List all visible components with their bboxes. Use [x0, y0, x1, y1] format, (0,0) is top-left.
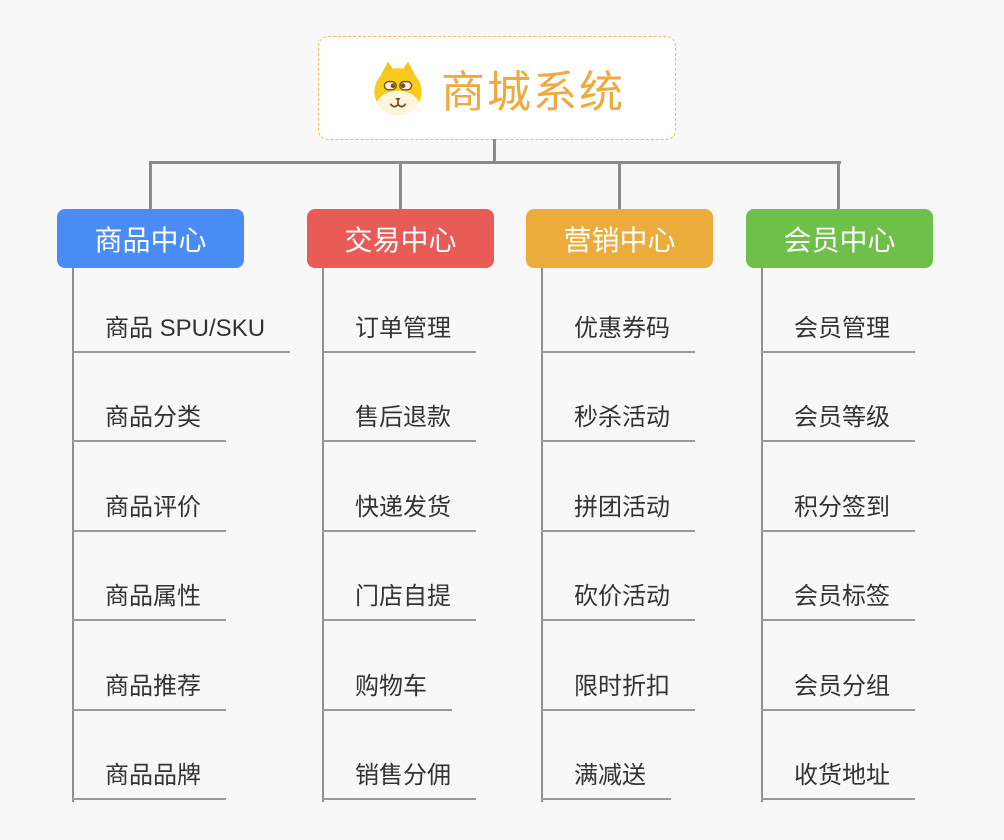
connector-horizontal-rail [150, 161, 841, 164]
node-shopping-cart[interactable]: 购物车 [322, 670, 452, 711]
branch-product-center: 商品中心 商品 SPU/SKU 商品分类 商品评价 商品属性 商品推荐 商品品牌 [57, 209, 307, 809]
node-shipping-address[interactable]: 收货地址 [761, 759, 915, 800]
node-sales-commission[interactable]: 销售分佣 [322, 759, 476, 800]
root-title: 商城系统 [441, 68, 625, 117]
node-product-recommend[interactable]: 商品推荐 [72, 670, 226, 711]
connector-drop-trade [399, 161, 402, 210]
node-product-center[interactable]: 商品中心 [57, 209, 244, 268]
connector-root-stem [493, 139, 496, 164]
node-member-management[interactable]: 会员管理 [761, 312, 915, 353]
node-product-brand[interactable]: 商品品牌 [72, 759, 226, 800]
branch-trade-center: 交易中心 订单管理 售后退款 快递发货 门店自提 购物车 销售分佣 [307, 209, 557, 809]
connector-drop-marketing [618, 161, 621, 210]
node-spend-save[interactable]: 满减送 [541, 759, 671, 800]
connector-drop-member [837, 161, 840, 210]
branch-line-marketing [541, 268, 543, 802]
node-product-spu-sku[interactable]: 商品 SPU/SKU [72, 312, 291, 353]
node-aftersale-refund[interactable]: 售后退款 [322, 401, 476, 442]
node-flash-sale[interactable]: 秒杀活动 [541, 401, 695, 442]
branch-marketing-center: 营销中心 优惠券码 秒杀活动 拼团活动 砍价活动 限时折扣 满减送 [526, 209, 776, 809]
branch-line-product [72, 268, 74, 802]
node-points-checkin[interactable]: 积分签到 [761, 491, 915, 532]
node-express-delivery[interactable]: 快递发货 [322, 491, 476, 532]
node-product-attribute[interactable]: 商品属性 [72, 580, 226, 621]
connector-drop-product [149, 161, 152, 210]
node-product-review[interactable]: 商品评价 [72, 491, 226, 532]
branch-line-trade [322, 268, 324, 802]
branch-member-center: 会员中心 会员管理 会员等级 积分签到 会员标签 会员分组 收货地址 [746, 209, 996, 809]
node-member-group[interactable]: 会员分组 [761, 670, 915, 711]
node-marketing-center[interactable]: 营销中心 [526, 209, 713, 268]
node-bargain[interactable]: 砍价活动 [541, 580, 695, 621]
node-coupon-code[interactable]: 优惠券码 [541, 312, 695, 353]
dog-icon [374, 61, 422, 116]
node-member-tag[interactable]: 会员标签 [761, 580, 915, 621]
node-product-category[interactable]: 商品分类 [72, 401, 226, 442]
node-store-pickup[interactable]: 门店自提 [322, 580, 476, 621]
node-group-buy[interactable]: 拼团活动 [541, 491, 695, 532]
node-order-management[interactable]: 订单管理 [322, 312, 476, 353]
node-member-level[interactable]: 会员等级 [761, 401, 915, 442]
node-member-center[interactable]: 会员中心 [746, 209, 933, 268]
root-node-mall-system[interactable]: 商城系统 [318, 36, 676, 140]
node-time-discount[interactable]: 限时折扣 [541, 670, 695, 711]
node-trade-center[interactable]: 交易中心 [307, 209, 494, 268]
branch-line-member [761, 268, 763, 802]
